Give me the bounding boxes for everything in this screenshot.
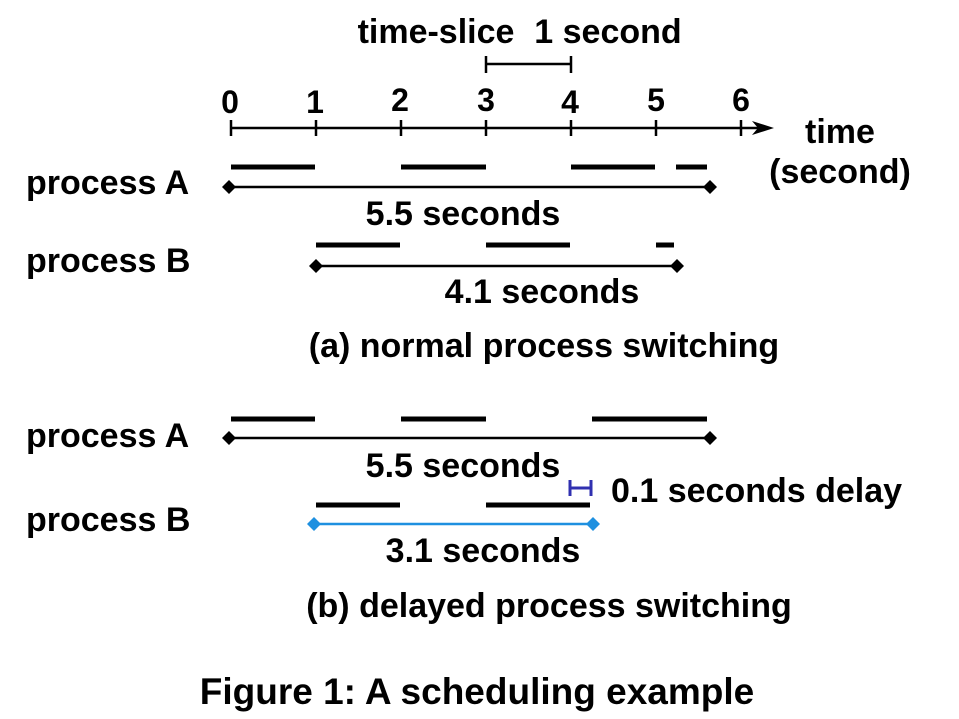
panel-b-process-b-label: process B	[26, 501, 190, 539]
panel-a-process-a-span	[222, 180, 717, 194]
panel-b-process-a-span	[222, 431, 717, 445]
axis-tick-label-5: 5	[647, 82, 665, 118]
panel-a-process-b-span	[309, 259, 684, 273]
axis-tick-label-0: 0	[221, 84, 239, 120]
axis-tick-label-3: 3	[477, 82, 495, 118]
panel-b-process-a-duration: 5.5 seconds	[366, 447, 561, 485]
axis-tick-label-4: 4	[561, 84, 579, 120]
delay-marker	[568, 480, 593, 496]
timeslice-bracket	[484, 56, 573, 73]
panel-b-process-a-label: process A	[26, 417, 189, 455]
figure-caption: Figure 1: A scheduling example	[200, 671, 754, 712]
timeslice-value: 1 second	[534, 13, 681, 51]
axis-tick-marks	[229, 120, 743, 136]
axis-tick-label-2: 2	[391, 82, 409, 118]
axis-arrowhead	[752, 121, 774, 135]
delay-label: 0.1 seconds delay	[611, 472, 902, 510]
panel-a-process-a-duration: 5.5 seconds	[366, 195, 561, 233]
axis-tick-label-1: 1	[306, 84, 324, 120]
panel-a-process-b-duration: 4.1 seconds	[445, 273, 640, 311]
time-axis: 0 1 2 3 4 5 6 time (second)	[221, 82, 911, 191]
panel-b-process-b-span	[307, 517, 600, 531]
panel-a-process-a-label: process A	[26, 164, 189, 202]
panel-b-caption: (b) delayed process switching	[306, 587, 792, 625]
axis-title-line2: (second)	[769, 153, 911, 191]
panel-a-process-b-label: process B	[26, 242, 190, 280]
axis-tick-label-6: 6	[732, 82, 750, 118]
timeslice-label: time-slice	[358, 13, 515, 51]
panel-b: process A 5.5 seconds 0.1 seconds delay …	[26, 416, 902, 625]
panel-b-process-b-duration: 3.1 seconds	[386, 532, 581, 570]
panel-a: process A 5.5 seconds process B 4.1 seco…	[26, 164, 779, 365]
panel-a-caption: (a) normal process switching	[309, 327, 779, 365]
axis-title-line1: time	[805, 113, 875, 151]
